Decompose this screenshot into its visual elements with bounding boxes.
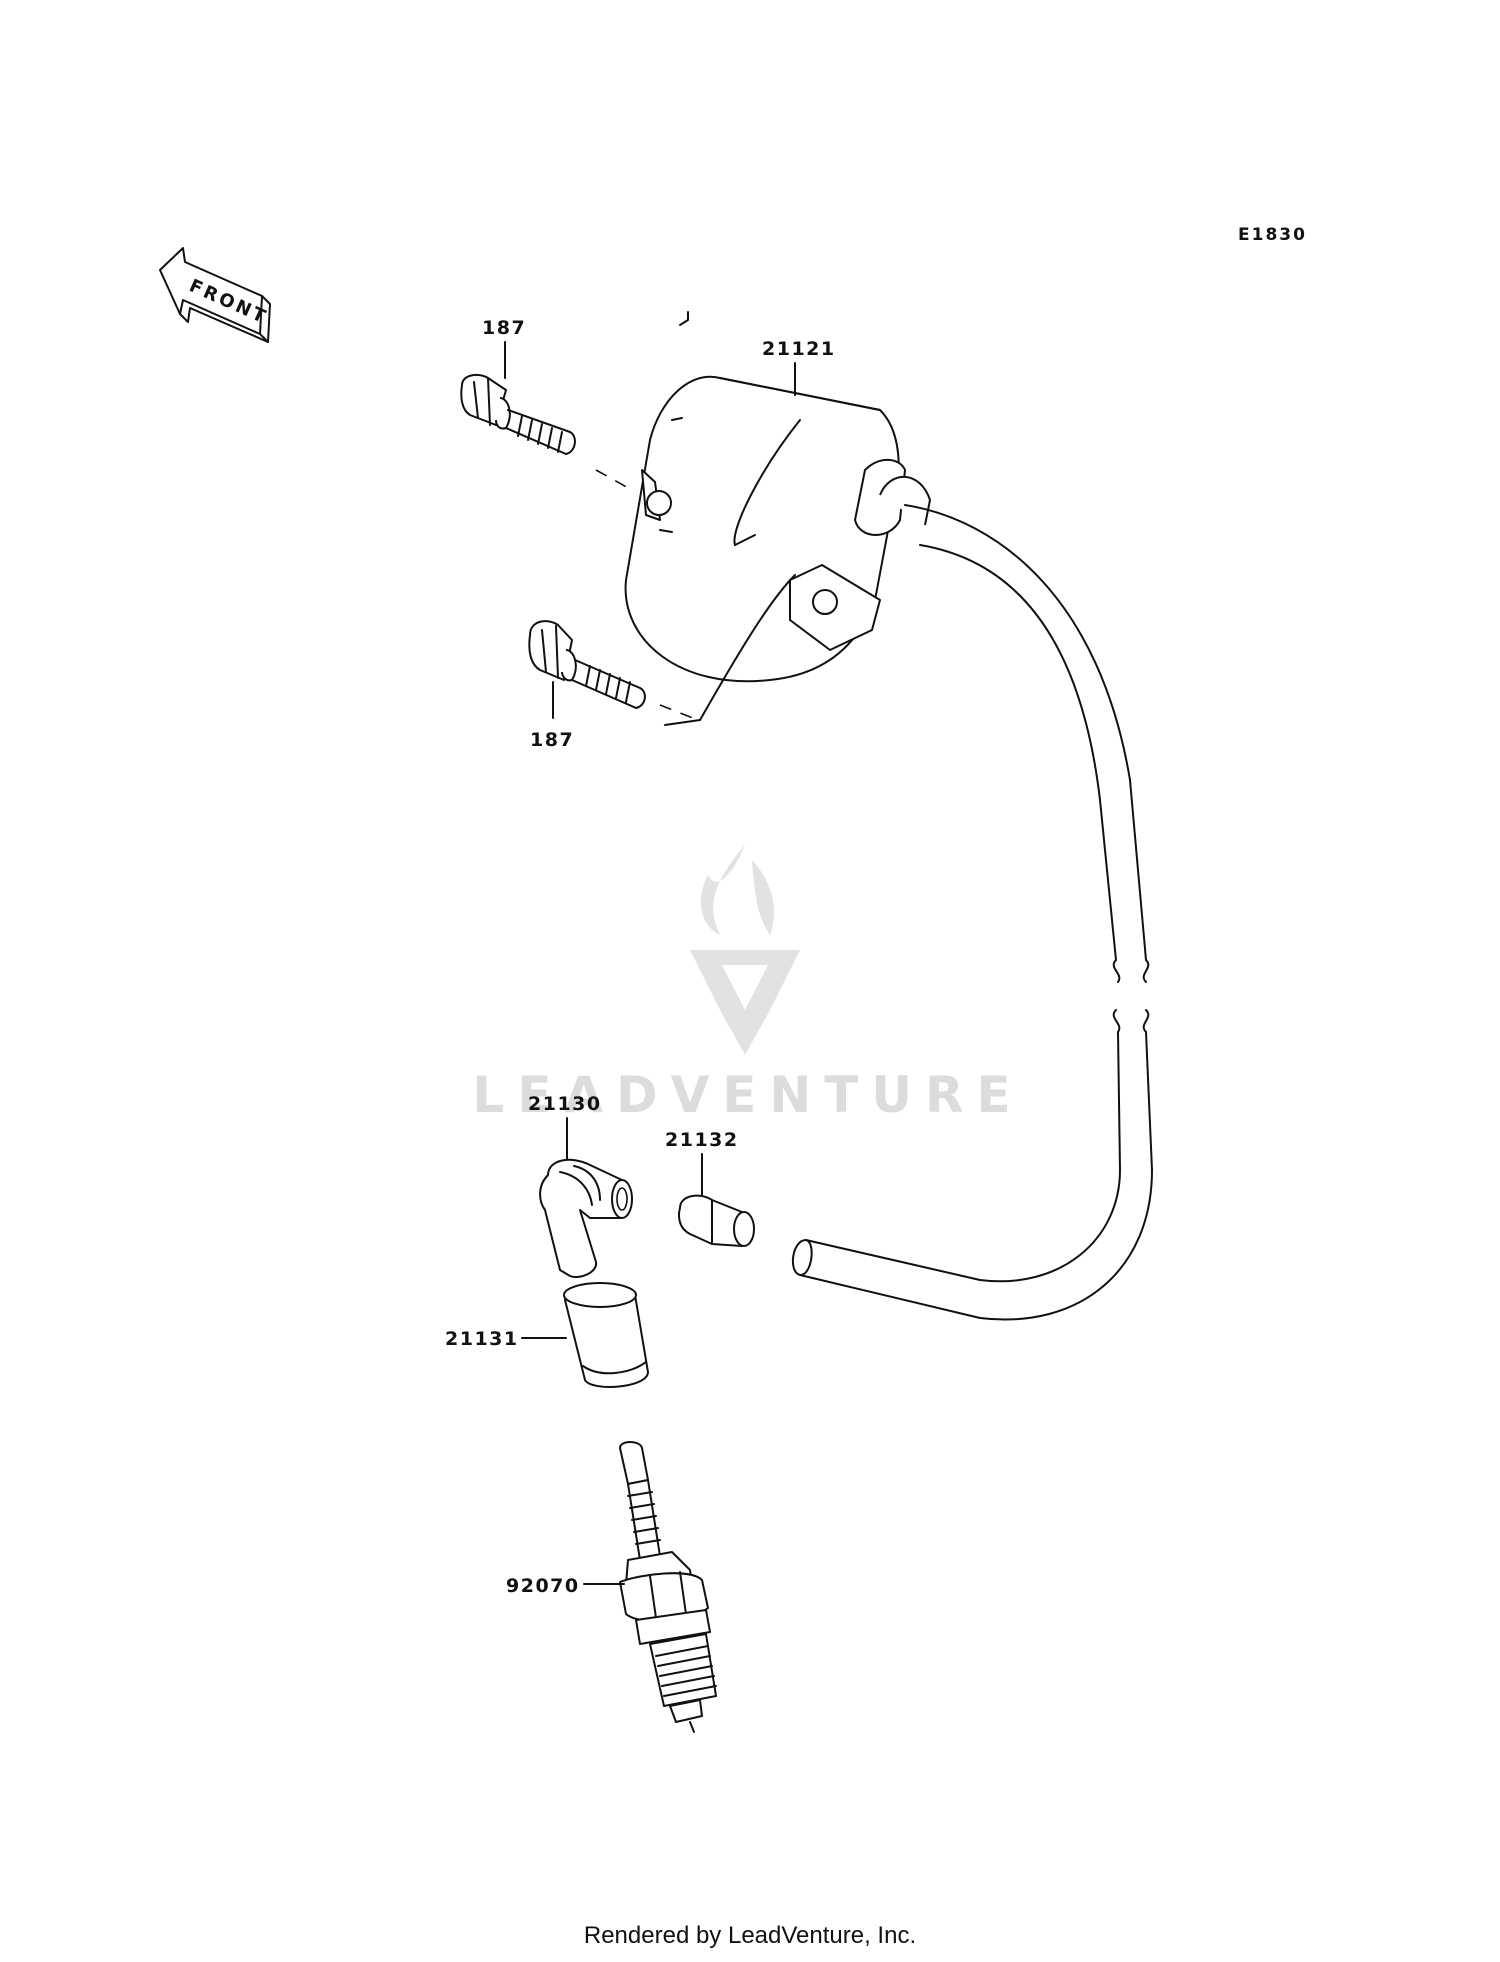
plug-cap — [539, 1158, 633, 1278]
watermark-text: LEADVENTURE — [472, 1066, 1023, 1124]
watermark: LEADVENTURE — [472, 845, 1023, 1124]
callout-bolt-upper: 187 — [482, 317, 526, 339]
bolt-upper — [460, 373, 576, 455]
callout-plug-cap: 21130 — [528, 1093, 602, 1115]
footer-credit: Rendered by LeadVenture, Inc. — [583, 1922, 917, 1949]
high-tension-cable — [791, 504, 1153, 1321]
diagram-code: E1830 — [1238, 225, 1307, 245]
spark-plug — [619, 1441, 717, 1733]
callout-ignition-coil: 21121 — [762, 338, 836, 360]
cap-part — [678, 1194, 755, 1247]
ignition-coil — [624, 311, 931, 726]
bolt-lower — [528, 620, 646, 709]
callout-bolt-lower: 187 — [530, 729, 574, 751]
cap-cover — [563, 1282, 649, 1388]
front-direction-arrow: FRONT — [159, 247, 271, 343]
callout-cap-cover: 21131 — [445, 1328, 519, 1350]
callout-spark-plug: 92070 — [506, 1575, 580, 1597]
watermark-logo-icon — [690, 845, 800, 1055]
callout-cap-part: 21132 — [665, 1129, 739, 1151]
